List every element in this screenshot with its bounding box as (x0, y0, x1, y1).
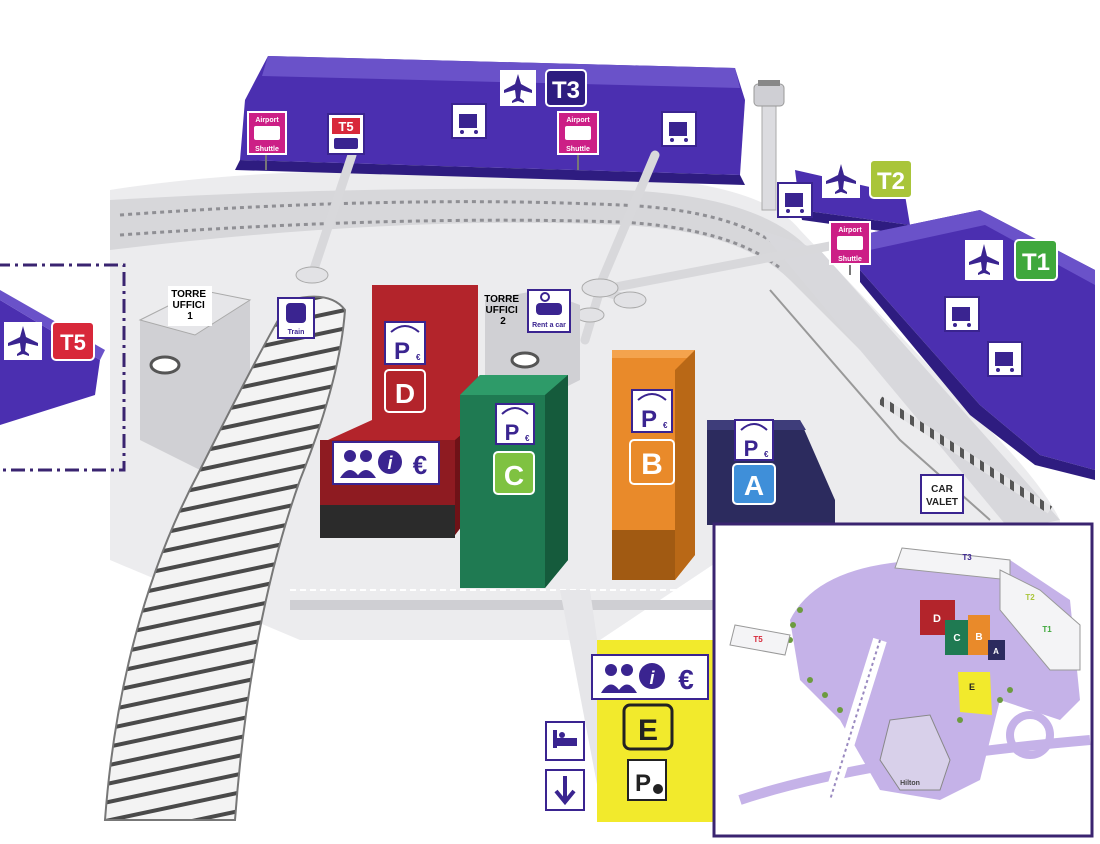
info-icon (378, 450, 402, 474)
inset-t1-label: T1 (1042, 625, 1052, 634)
svg-text:Airport: Airport (255, 117, 279, 124)
svg-text:Airport: Airport (838, 227, 862, 234)
t5-label: T5 (60, 330, 86, 355)
bus-icon (334, 138, 358, 149)
coin-icon (653, 784, 663, 794)
car-valet-sign: CAR VALET (920, 474, 964, 514)
t5-sign: T5 (4, 321, 95, 361)
svg-text:P: P (635, 770, 651, 797)
parking-roof-icon (501, 407, 529, 415)
parking-roof-icon (390, 325, 420, 333)
car-icon (536, 303, 562, 315)
svg-text:€: € (764, 450, 769, 459)
svg-text:VALET: VALET (926, 497, 958, 508)
inset-map: T5 T3 T2 T1 D C B A E Hilton (712, 522, 1094, 838)
svg-text:i: i (387, 453, 393, 473)
svg-text:D: D (395, 378, 415, 409)
t3-sign: T3 (500, 69, 587, 107)
parking-e-signs: E P (622, 703, 674, 801)
svg-text:C: C (504, 460, 524, 491)
svg-text:T5: T5 (338, 119, 353, 134)
parking-roof-icon (637, 393, 667, 401)
shuttle-sign-3: Airport Shuttle (829, 221, 871, 275)
svg-text:€: € (416, 353, 421, 362)
svg-text:Shuttle: Shuttle (838, 256, 862, 263)
bus-icon (254, 126, 280, 140)
down-arrow-sign (545, 769, 585, 811)
t5-remote-frame (0, 263, 126, 472)
plane-icon (826, 164, 856, 194)
svg-text:Shuttle: Shuttle (255, 146, 279, 153)
svg-text:Shuttle: Shuttle (566, 146, 590, 153)
svg-text:P: P (744, 436, 759, 461)
svg-text:Train: Train (288, 329, 305, 336)
parking-roof-icon (740, 423, 768, 431)
svg-text:CAR: CAR (931, 484, 953, 495)
parking-c-signs: P € C (493, 403, 535, 495)
inset-hilton-label: Hilton (900, 780, 920, 787)
plane-icon (969, 244, 999, 275)
inset-b-label: B (975, 632, 982, 643)
bus-icon (837, 236, 863, 250)
train-icon (286, 303, 306, 323)
svg-text:Airport: Airport (566, 117, 590, 124)
svg-text:€: € (678, 664, 694, 695)
inset-t2-label: T2 (1025, 593, 1035, 602)
parking-d-signs: P € D (384, 321, 426, 413)
inset-a-label: A (993, 647, 999, 656)
bed-icon (553, 738, 577, 746)
train-sign: Train (277, 297, 315, 339)
inset-t3-label: T3 (962, 553, 972, 562)
parking-a-signs: P € A (732, 419, 776, 505)
torre1-label: TORRE UFFICI 1 (171, 289, 209, 322)
hotel-sign (545, 721, 585, 761)
t3-label: T3 (552, 77, 580, 104)
svg-text:A: A (744, 470, 764, 501)
t5-bus-sign: T5 (327, 113, 365, 155)
t2-sign: T2 (822, 159, 913, 199)
shuttle-sign-2: Airport Shuttle (557, 111, 599, 170)
svg-text:E: E (638, 714, 658, 747)
inset-e-label: E (969, 682, 975, 692)
shuttle-sign-1: Airport Shuttle (247, 111, 287, 170)
person-icon (360, 450, 372, 462)
train-tunnel (103, 295, 347, 821)
svg-text:P: P (641, 406, 657, 433)
torre1-label-box (168, 286, 212, 326)
luggage-cart-icon (459, 114, 1014, 372)
info-sign-d: i € (332, 441, 440, 485)
inset-t5-label: T5 (753, 635, 763, 644)
info-sign-e: i € (591, 654, 709, 700)
svg-text:€: € (663, 421, 668, 430)
svg-text:B: B (641, 448, 663, 481)
inset-d-label: D (933, 613, 941, 625)
svg-text:€: € (525, 434, 530, 443)
person-icon (605, 664, 617, 676)
person-icon (344, 450, 356, 462)
t1-sign: T1 (965, 239, 1058, 281)
person-icon (621, 664, 633, 676)
rent-a-car-sign: Rent a car (527, 289, 571, 333)
svg-text:Rent a car: Rent a car (532, 322, 566, 329)
svg-text:i: i (649, 668, 655, 688)
t2-label: T2 (877, 168, 905, 195)
svg-text:P: P (394, 338, 410, 365)
bus-icon (565, 126, 591, 140)
torre2-label: TORRE UFFICI 2 (484, 294, 522, 327)
walkway-nodes (295, 266, 647, 323)
plane-icon (8, 326, 38, 356)
arrow-down-icon (554, 776, 576, 806)
inset-c-label: C (953, 633, 960, 644)
plane-icon (504, 74, 532, 103)
inset-trees (787, 607, 1013, 723)
key-icon (540, 292, 550, 302)
parking-b-signs: P € B (629, 389, 675, 485)
info-icon (639, 663, 665, 689)
svg-text:€: € (413, 450, 427, 480)
t1-label: T1 (1022, 249, 1050, 276)
svg-text:P: P (505, 420, 520, 445)
walkways (307, 150, 840, 345)
control-tower (753, 80, 785, 211)
